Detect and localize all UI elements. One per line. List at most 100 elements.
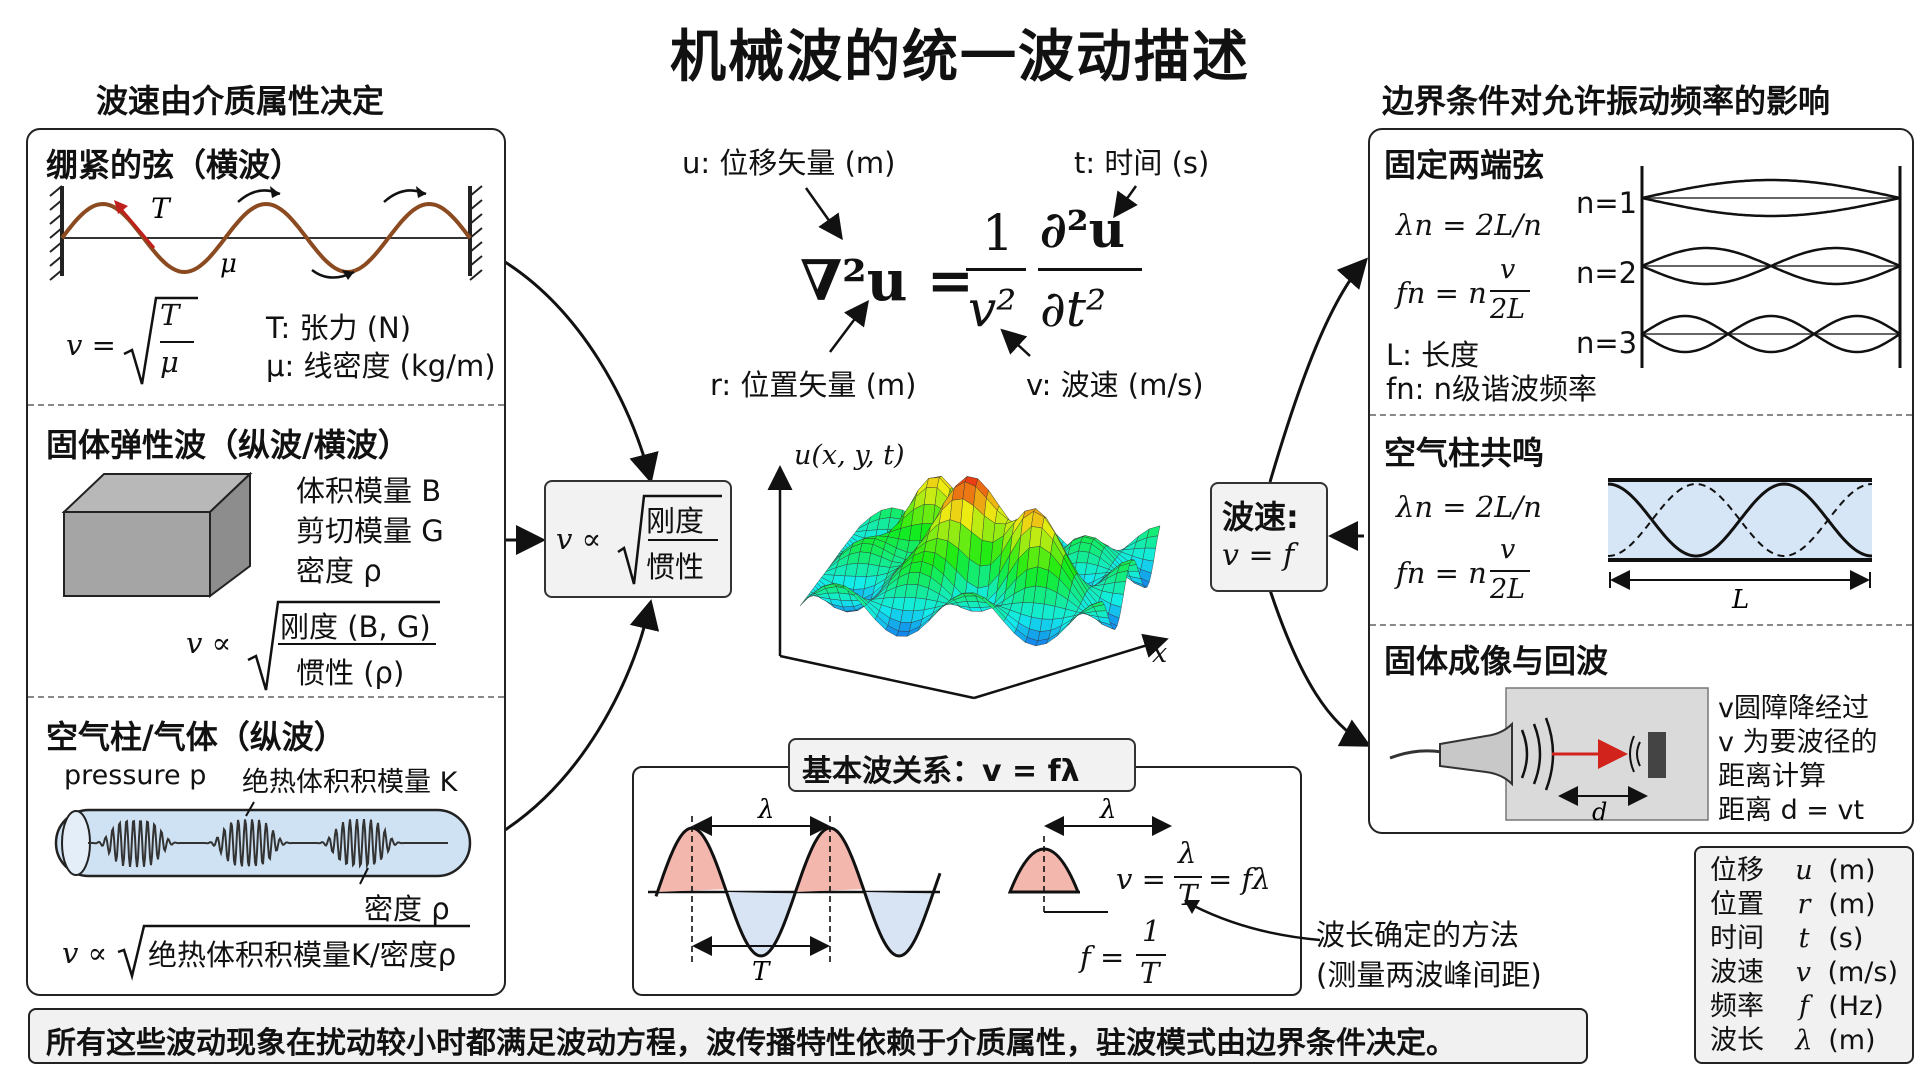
- center-formula-den: 惯性: [646, 550, 705, 584]
- string-formula-num: T: [160, 298, 180, 332]
- basic-v-num: λ: [1178, 836, 1197, 870]
- arrow-speed-to-echo: [1268, 589, 1372, 747]
- gas-pressure-label: pressure p: [64, 760, 207, 791]
- basic-f-num: 1: [1142, 914, 1161, 948]
- basic-v-lhs: v =: [1116, 862, 1166, 896]
- air-f-den: 2L: [1490, 574, 1526, 605]
- svg-text:L: L: [1731, 585, 1749, 612]
- solid-formula-lhs: v ∝: [186, 626, 232, 660]
- fixed-title: 固定两端弦: [1384, 146, 1545, 184]
- mode-label-3: n=3: [1576, 326, 1638, 360]
- y-axis: [779, 654, 975, 700]
- echo-line2: v 为要波径的: [1718, 727, 1878, 758]
- note-pointer: [1184, 900, 1321, 942]
- svg-text:T: T: [752, 957, 771, 987]
- string-illustration: T μ: [49, 185, 483, 281]
- trough-fill: [727, 892, 933, 956]
- reflector: [1648, 732, 1666, 778]
- divider: [1370, 624, 1912, 626]
- fraction-bar: [1136, 954, 1166, 956]
- solid-density: 密度 ρ: [296, 554, 382, 588]
- t-label: t: 时间 (s): [1074, 146, 1210, 180]
- air-column: L: [1607, 478, 1873, 612]
- air-wave-dashed: [1607, 482, 1873, 558]
- equation-frac2-den: ∂t²: [1040, 280, 1106, 338]
- probe-cable: [1389, 749, 1443, 760]
- fixed-lambda: λn = 2L/n: [1396, 208, 1542, 242]
- solid-shear: 剪切模量 G: [296, 514, 444, 548]
- solid-title: 固体弹性波（纵波/横波）: [46, 426, 410, 464]
- echo-line3: 距离计算: [1718, 761, 1826, 792]
- u-label: u: 位移矢量 (m): [682, 146, 896, 180]
- echo-title: 固体成像与回波: [1384, 642, 1609, 680]
- solid-formula-den: 惯性 (ρ): [296, 656, 405, 690]
- basic-f-lhs: f =: [1080, 940, 1125, 974]
- air-f-num: v: [1500, 534, 1516, 565]
- gas-formula-rad: 绝热体积积模量K/密度ρ: [148, 938, 457, 972]
- standing-wave-modes: [1640, 166, 1902, 368]
- solid-formula-num: 刚度 (B, G): [280, 610, 431, 644]
- density-label: μ: [220, 249, 237, 279]
- air-title: 空气柱共鸣: [1384, 434, 1545, 472]
- air-lambda: λn = 2L/n: [1396, 490, 1542, 524]
- left-heading: 波速由介质属性决定: [96, 82, 385, 120]
- svg-text:d: d: [1592, 798, 1607, 826]
- center-formula-num: 刚度: [646, 504, 705, 538]
- sqrt-sign: [123, 296, 198, 385]
- string-def-density: μ: 线密度 (kg/m): [266, 349, 496, 383]
- basic-v-rhs: = fλ: [1208, 862, 1271, 896]
- basic-f-den: T: [1140, 956, 1160, 990]
- gas-density-label: 密度 ρ: [364, 892, 450, 926]
- fraction-bar: [1490, 290, 1530, 292]
- right-heading: 边界条件对允许振动频率的影响: [1382, 82, 1831, 120]
- basic-note-line2: (测量两波峰间距): [1316, 958, 1542, 992]
- x-axis: [973, 633, 1169, 700]
- summary-footer: 所有这些波动现象在扰动较小时都满足波动方程，波传播特性依赖于介质属性，驻波模式由…: [28, 1008, 1588, 1064]
- echo-diagram: d: [1389, 687, 1709, 826]
- ultrasound-probe-icon: [1439, 721, 1513, 787]
- sine-wave: [654, 826, 942, 958]
- fixed-fn-def: fn: n级谐波频率: [1386, 372, 1597, 406]
- basic-note-line1: 波长确定的方法: [1316, 918, 1520, 952]
- tension-arrow: [118, 207, 156, 249]
- equation-lhs: ∇²u =: [800, 248, 974, 314]
- arrow-gas-to-center: [504, 599, 660, 832]
- arrow-string-to-center: [504, 260, 659, 484]
- mode-label-1: n=1: [1576, 186, 1638, 220]
- string-formula-den: μ: [160, 345, 179, 379]
- surface-x-label: x: [1152, 638, 1168, 669]
- v-label: v: 波速 (m/s): [1026, 368, 1204, 402]
- tension-label: T: [151, 192, 172, 225]
- fixed-L-def: L: 长度: [1386, 338, 1480, 372]
- fraction-bar: [966, 268, 1026, 271]
- string-def-tension: T: 张力 (N): [266, 311, 412, 345]
- svg-text:λ: λ: [757, 796, 774, 825]
- divider: [28, 696, 504, 698]
- divider: [28, 404, 504, 406]
- speed-box-line1: 波速:: [1222, 498, 1299, 536]
- gas-formula-lhs: v ∝: [62, 936, 108, 970]
- speed-box-line2: v = f: [1222, 538, 1295, 573]
- compression-wave: [88, 818, 448, 870]
- r-label: r: 位置矢量 (m): [710, 368, 917, 402]
- basic-relation-panel: [632, 766, 1302, 996]
- gas-tube: [54, 801, 472, 885]
- equation-frac1-den: v²: [968, 280, 1017, 338]
- echo-line4: 距离 d = vt: [1718, 795, 1865, 826]
- basic-wave-diagram: λ T λ: [648, 796, 1172, 987]
- basic-relation-title: 基本波关系：v = fλ: [788, 738, 1136, 792]
- peak-fill: [657, 828, 864, 892]
- fraction-bar: [1038, 268, 1142, 271]
- divider: [1370, 414, 1912, 416]
- surface-mesh: [799, 475, 1161, 647]
- surface-axis-label: u(x, y, t): [794, 440, 905, 471]
- string-formula-lhs: v =: [66, 328, 116, 362]
- echo-line1: v圆障降经过: [1718, 693, 1869, 724]
- sqrt-sign: [247, 600, 440, 691]
- air-f-lhs: fn = n: [1396, 556, 1487, 590]
